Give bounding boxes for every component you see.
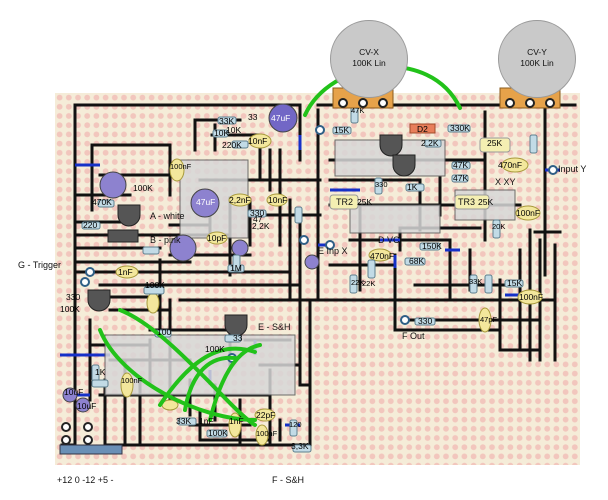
pot-legs xyxy=(338,98,555,108)
part-label: 100K xyxy=(60,304,80,314)
part-label: 330 xyxy=(418,316,433,326)
part-label: 10K xyxy=(226,125,242,135)
label-input-y: Input Y xyxy=(558,164,587,174)
part-label: 330K xyxy=(450,123,470,133)
label-tr3: TR3 xyxy=(458,197,476,207)
part-label: 33K xyxy=(176,416,192,426)
part-label: 47K xyxy=(453,160,469,170)
label-d-vc: D VC xyxy=(378,235,400,245)
part-label: 220 xyxy=(83,220,98,230)
part-label: 100nF xyxy=(170,162,192,171)
pot-cv-x-name: CV-X xyxy=(359,47,379,57)
terminal-pads xyxy=(80,125,558,363)
part-label: 33 xyxy=(248,112,258,122)
part-label: 100nF xyxy=(519,292,544,302)
part-label: D2 xyxy=(417,124,428,134)
part-label: 33 xyxy=(233,333,243,343)
part-label: 10nF xyxy=(268,195,288,205)
pot-cv-y-value: 100K Lin xyxy=(520,58,554,68)
part-label: 10K xyxy=(214,128,230,138)
part-label: 47K xyxy=(351,106,365,115)
part-label: 47pF xyxy=(480,315,498,324)
pot-cv-x: CV-X 100K Lin xyxy=(330,20,408,98)
part-label: 2,2K xyxy=(421,138,439,148)
part-label: 120 xyxy=(289,420,302,429)
part-label: 68K xyxy=(409,256,425,266)
part-label: 100K xyxy=(205,344,225,354)
part-label: 150K xyxy=(422,241,442,251)
part-label: 2,2K xyxy=(252,221,270,231)
part-label: 100nF xyxy=(121,376,143,385)
part-label: 1K xyxy=(407,182,418,192)
part-label: 47uF xyxy=(196,197,216,207)
part-label: 1M xyxy=(230,263,242,273)
label-f-out: F Out xyxy=(402,331,425,341)
part-label: 47K xyxy=(453,173,469,183)
part-label: 1nF xyxy=(118,267,133,277)
part-label: 2,2nF xyxy=(229,195,251,205)
part-label: 22pF xyxy=(256,410,276,420)
part-label: 25K xyxy=(357,197,373,207)
part-label: 330 xyxy=(375,180,388,189)
part-label: 15K xyxy=(507,278,523,288)
part-label: 25K xyxy=(478,197,494,207)
part-label: 220K xyxy=(222,140,242,150)
part-label: 10pF xyxy=(207,233,227,243)
part-label: 100K xyxy=(208,428,228,438)
label-b-pink: B - pink xyxy=(150,235,181,245)
pot-cv-y: CV-Y 100K Lin xyxy=(498,20,576,98)
part-label: 470nF xyxy=(370,251,395,261)
part-label: 100nF xyxy=(516,208,541,218)
part-label: 33K xyxy=(219,116,235,126)
part-label: 22K xyxy=(362,279,376,288)
pot-cv-x-value: 100K Lin xyxy=(352,58,386,68)
part-label: 1nF xyxy=(199,416,214,426)
resistors xyxy=(81,104,538,453)
part-label: 1nF xyxy=(229,416,244,426)
part-label: 25K xyxy=(487,138,503,148)
label-power: +12 0 -12 +5 - xyxy=(57,475,114,485)
part-label: 1K xyxy=(95,367,106,377)
part-label: 10uF xyxy=(77,401,97,411)
part-label: 10uF xyxy=(64,387,84,397)
part-label: 100K xyxy=(133,183,153,193)
label-a-white: A - white xyxy=(150,211,185,221)
label-x-xy: X XY xyxy=(495,177,516,187)
capacitors-ceramic xyxy=(115,133,543,446)
pot-cv-y-name: CV-Y xyxy=(527,47,547,57)
part-label: 3,3K xyxy=(291,441,309,451)
capacitors-electrolytic xyxy=(62,103,320,413)
part-label: 33K xyxy=(469,277,483,286)
part-label: 100 xyxy=(157,327,172,337)
label-e-inp-x: E Inp X xyxy=(318,246,348,256)
part-label: 20K xyxy=(492,222,506,231)
part-label: 100nF xyxy=(256,429,278,438)
power-header xyxy=(59,422,123,455)
label-f-sh: F - S&H xyxy=(272,475,305,485)
part-label: 47uF xyxy=(271,113,291,123)
label-g-trigger: G - Trigger xyxy=(18,260,62,270)
part-label: 100K xyxy=(145,280,165,290)
part-label: 47 xyxy=(253,214,263,224)
diode xyxy=(409,123,436,134)
part-label: 330 xyxy=(250,208,265,218)
trimmers xyxy=(329,137,511,210)
part-label: 10nF xyxy=(248,136,268,146)
label-e-sh: E - S&H xyxy=(258,322,291,332)
part-label: 470nF xyxy=(498,160,523,170)
label-tr2: TR2 xyxy=(336,197,354,207)
part-label: 22K xyxy=(351,278,365,287)
part-label: 15K xyxy=(334,125,350,135)
part-label: 330 xyxy=(66,292,81,302)
part-label: 470K xyxy=(92,197,112,207)
